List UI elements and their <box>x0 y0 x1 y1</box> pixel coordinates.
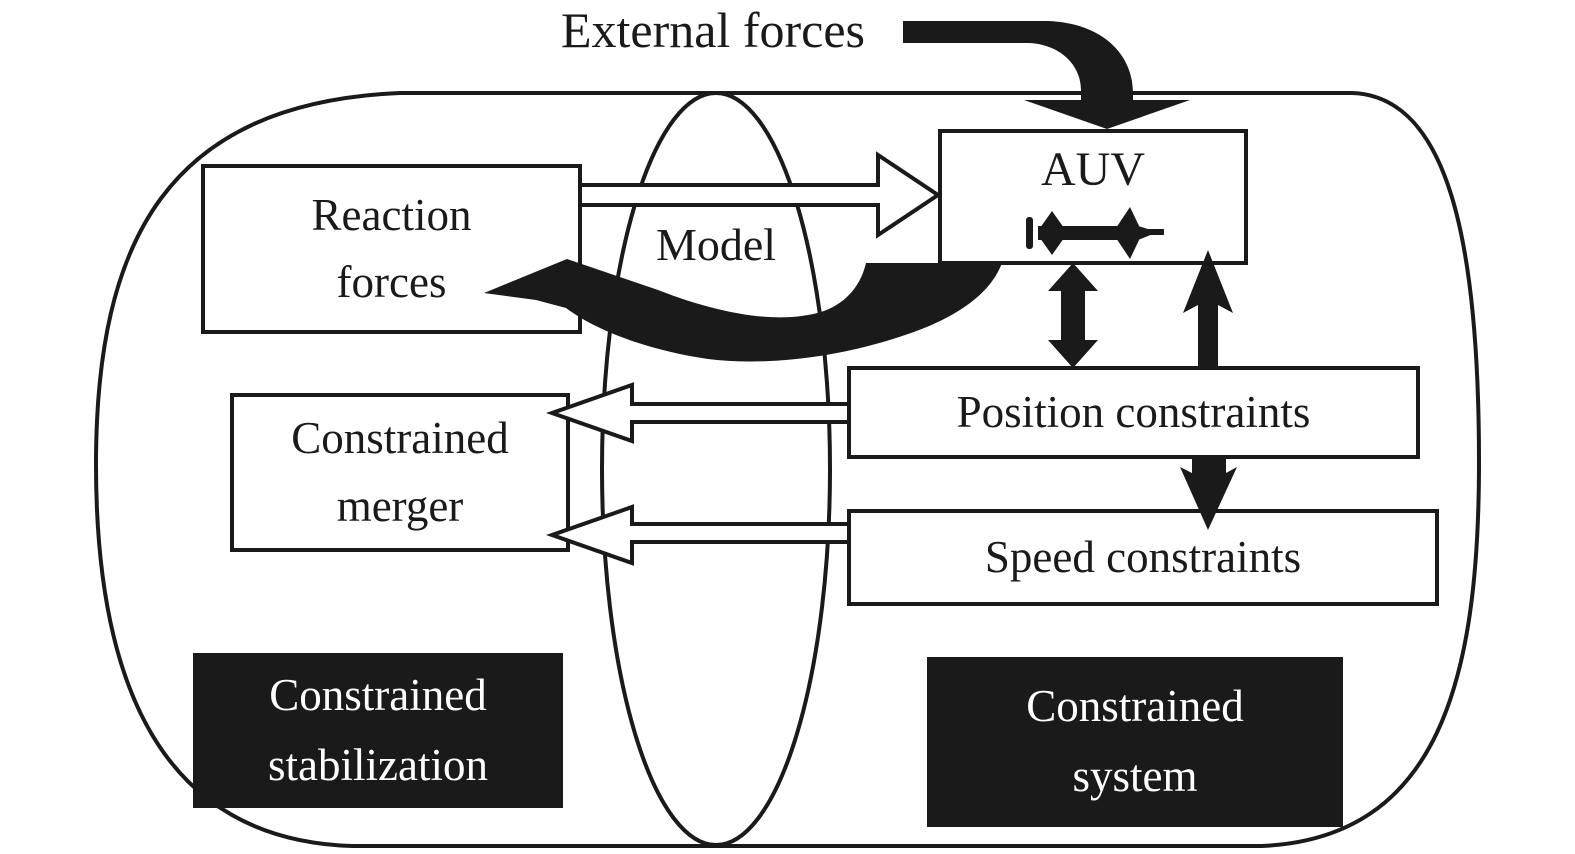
auv-position-double-arrow <box>1048 263 1098 368</box>
position-to-speed-arrow <box>1180 458 1237 530</box>
reaction-forces-box <box>201 164 582 334</box>
speed-constraints-box <box>847 509 1439 606</box>
auv-icon <box>1026 207 1164 259</box>
model-ellipse <box>600 91 832 847</box>
speed-to-merger-arrow <box>545 504 851 566</box>
external-forces-arrow <box>903 21 1190 129</box>
position-to-auv-arrow <box>1183 250 1233 368</box>
reaction-to-auv-arrow <box>578 151 942 239</box>
constrained-stabilization-panel <box>193 653 563 808</box>
position-constraints-box <box>847 366 1420 459</box>
auv-to-reaction-swoosh-arrow <box>484 259 1002 362</box>
auv-box <box>938 129 1248 265</box>
position-to-merger-arrow <box>545 382 851 444</box>
constrained-system-panel <box>927 657 1343 827</box>
constrained-merger-box <box>230 393 570 552</box>
